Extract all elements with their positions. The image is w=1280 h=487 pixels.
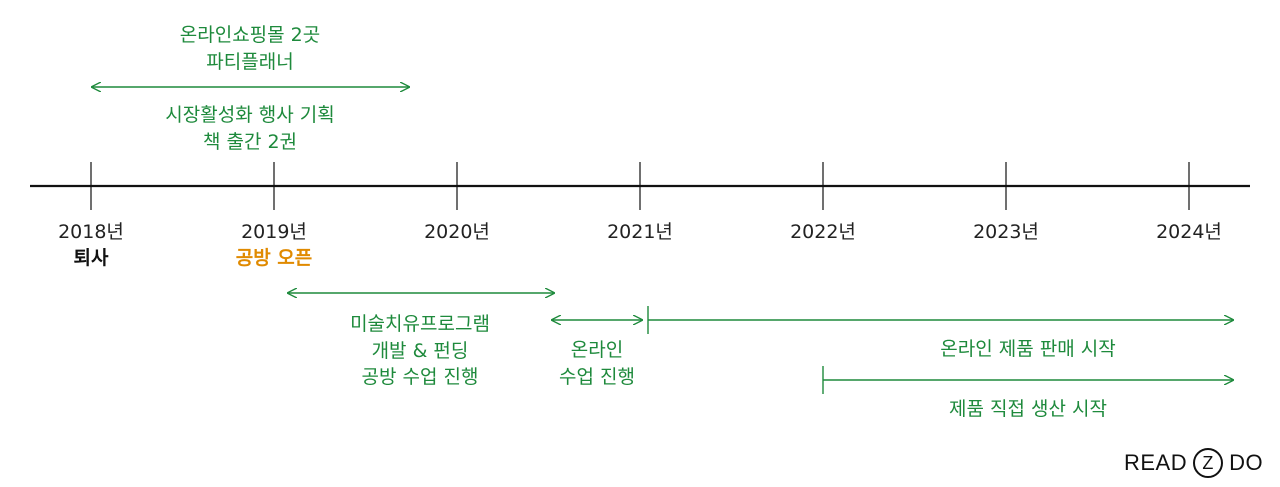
logo-text-left: READ: [1124, 450, 1188, 475]
year-label-2019: 2019년: [241, 221, 307, 243]
event-production: 제품 직접 생산 시작: [949, 398, 1107, 420]
event-art-therapy-line2: 개발 & 펀딩: [371, 339, 469, 362]
event-online-shop-line2: 파티플래너: [206, 50, 294, 73]
logo-text-right: DO: [1229, 450, 1264, 475]
event-online-class-line2: 수업 진행: [559, 365, 635, 388]
event-art-therapy-line3: 공방 수업 진행: [361, 366, 479, 389]
year-label-2022: 2022년: [790, 221, 856, 243]
year-label-2020: 2020년: [424, 221, 490, 243]
event-online-shop: 온라인쇼핑몰 2곳 파티플래너: [180, 22, 321, 75]
event-market-event: 시장활성화 행사 기획 책 출간 2권: [165, 102, 334, 155]
event-online-shop-line1: 온라인쇼핑몰 2곳: [179, 24, 321, 46]
year-label-2023: 2023년: [973, 221, 1039, 243]
year-label-2024: 2024년: [1156, 221, 1222, 243]
logo-mark-icon: Z: [1193, 448, 1224, 478]
milestone-studio-opening: 공방 오픈: [235, 247, 313, 269]
milestone-resign: 퇴사: [73, 247, 109, 269]
event-art-therapy-line1: 미술치유프로그램: [350, 313, 490, 335]
year-label-2018: 2018년: [58, 221, 124, 243]
event-online-class: 온라인 수업 진행: [559, 337, 635, 390]
event-art-therapy: 미술치유프로그램 개발 & 펀딩 공방 수업 진행: [350, 311, 490, 391]
brand-logo: READ Z DO: [1124, 446, 1263, 480]
year-label-2021: 2021년: [607, 221, 673, 243]
event-market-event-line1: 시장활성화 행사 기획: [165, 104, 335, 126]
logo-mark-letter: Z: [1202, 452, 1214, 473]
event-market-event-line2: 책 출간 2권: [202, 130, 298, 153]
event-online-class-line1: 온라인: [570, 339, 624, 361]
event-online-sales: 온라인 제품 판매 시작: [940, 338, 1116, 360]
